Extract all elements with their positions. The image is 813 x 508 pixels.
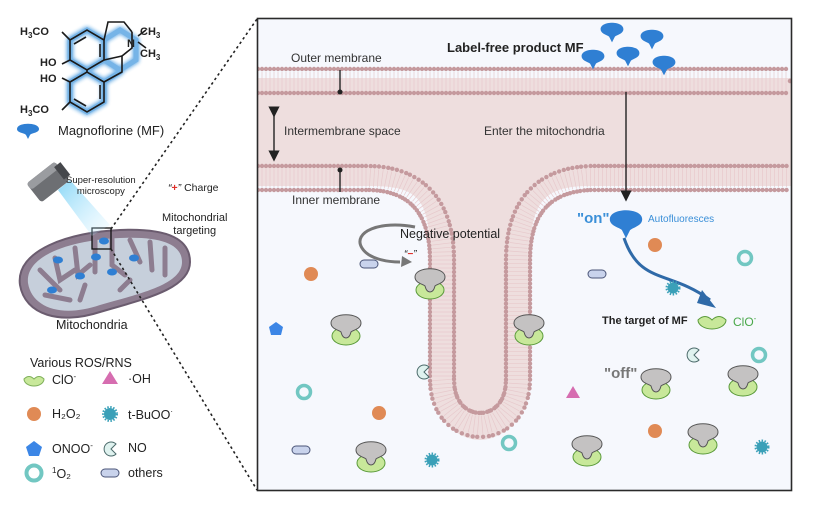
mf-molecule (652, 55, 676, 76)
legend-h2o2: H₂O₂ (52, 407, 81, 421)
tbuoo-particle (754, 439, 770, 455)
magnoflorine-structure (61, 21, 147, 115)
mf-molecule (640, 29, 664, 50)
group-h3co-top: H3CO (20, 26, 49, 41)
legend-icons (23, 371, 120, 483)
charge-label: “+” Charge (168, 182, 219, 194)
h2o2-particle (648, 238, 662, 252)
legend-singlet-oxygen: 1O₂ (52, 466, 72, 482)
legend-oh: ·OH (128, 372, 151, 386)
mf-molecule (581, 49, 605, 70)
autofluoresces-label: Autofluoresces (648, 214, 715, 225)
group-ho-bottom: HO (40, 73, 57, 85)
legend-no: NO (128, 441, 147, 455)
negative-potential-arrow (358, 223, 416, 264)
mf-clo-complex (513, 314, 545, 346)
zoom-line-top (110, 18, 258, 230)
mitochondria-label: Mitochondria (56, 318, 128, 332)
clo-target-receptor (697, 316, 727, 330)
mf-legend-icon (15, 121, 41, 146)
no-particle (416, 364, 430, 380)
mf-clo-complex (571, 435, 603, 467)
legend-tbuoo: t-BuOO· (128, 407, 174, 423)
oh-particle (566, 386, 580, 398)
singlet-oxygen-particle (295, 383, 313, 401)
panel-frame (256, 17, 793, 492)
legend-onoo: ONOO- (52, 441, 93, 457)
group-n: N (127, 38, 135, 50)
intermembrane-label: Intermembrane space (284, 124, 401, 138)
on-label: "on" (577, 210, 610, 227)
membrane-panel-graphics (258, 19, 791, 490)
mf-clo-complex (355, 441, 387, 473)
group-ch3-top: CH3 (140, 26, 161, 41)
singlet-oxygen-particle (750, 346, 768, 364)
inner-membrane-label: Inner membrane (292, 193, 381, 207)
inner-membrane (258, 163, 789, 440)
mf-dots-in-mito (47, 237, 139, 294)
mf-clo-complex (330, 314, 362, 346)
group-ho-top: HO (40, 57, 57, 69)
h2o2-particle (648, 424, 662, 438)
group-ch3-bottom: CH3 (140, 48, 161, 63)
others-particle (587, 269, 607, 279)
mf-clo-complex (727, 365, 759, 397)
mf-molecule (609, 210, 643, 239)
mf-name-label: Magnoflorine (MF) (58, 123, 165, 138)
product-label: Label-free product MF (447, 40, 584, 55)
off-label: "off" (604, 365, 638, 382)
mf-clo-complexes (330, 268, 759, 473)
negative-potential-label: Negative potential (400, 227, 501, 241)
legend-clo: ClO- (52, 372, 77, 388)
mf-molecule (600, 22, 624, 43)
h2o2-particle (304, 267, 318, 281)
group-h3co-bottom: H3CO (20, 104, 49, 119)
onoo-particle (269, 322, 283, 335)
microscope-icon (27, 162, 110, 236)
others-particle (291, 445, 311, 455)
legend-others: others (128, 466, 163, 480)
clo-target-label: ClO- (733, 314, 757, 329)
singlet-oxygen-particle (736, 249, 754, 267)
others-particle (359, 259, 379, 269)
outer-membrane (258, 66, 791, 96)
legend-title: Various ROS/RNS (30, 356, 132, 370)
negative-charge-label: “−” (404, 249, 417, 260)
mf-molecule (616, 46, 640, 67)
target-arrow (622, 237, 711, 302)
mf-clo-complex (687, 423, 719, 455)
mitochondrion-illustration (18, 227, 192, 319)
outer-membrane-label: Outer membrane (291, 51, 382, 65)
ros-particles (269, 238, 770, 468)
mf-molecules (581, 22, 676, 239)
no-particle (686, 347, 700, 363)
mf-clo-complex (640, 368, 672, 400)
singlet-oxygen-particle (500, 434, 518, 452)
mf-clo-complex (414, 268, 446, 300)
h2o2-particle (372, 406, 386, 420)
tbuoo-particle (665, 280, 681, 296)
enter-label: Enter the mitochondria (484, 124, 605, 138)
tbuoo-particle (424, 452, 440, 468)
target-label: The target of MF (602, 315, 688, 327)
